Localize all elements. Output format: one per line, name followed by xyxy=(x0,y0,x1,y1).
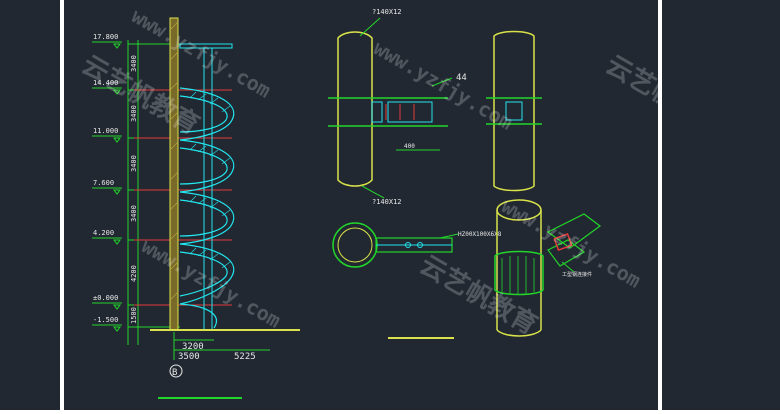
floor-height-labels: 3400 3400 3400 3400 4200 1500 xyxy=(130,55,138,324)
pipe-side-view xyxy=(493,30,535,192)
axis-bubble xyxy=(169,364,183,378)
bottom-dim: 3200 xyxy=(182,342,204,352)
watermark-cn: 云艺帆教育 xyxy=(601,49,659,141)
level-label: 14.400 xyxy=(93,79,118,87)
wall-hatch xyxy=(169,17,179,331)
pipe-spec-top: ?140X12 xyxy=(372,8,402,16)
plan-pipe-outer xyxy=(332,222,378,268)
joint-detail-section: ?140X12 ?140X12 44 400 xyxy=(328,8,602,339)
plan-pipe-inner xyxy=(337,227,373,263)
right-side-panel xyxy=(662,0,780,410)
level-markers: 17.800 14.400 11.000 7.600 4.200 ±0.000 … xyxy=(92,33,122,332)
drawing-svg: 17.800 14.400 11.000 7.600 4.200 ±0.000 … xyxy=(77,4,729,399)
watermark-url: www.yzfjy.com xyxy=(138,234,286,333)
level-label: 4.200 xyxy=(93,229,114,237)
level-label: -1.500 xyxy=(93,316,118,324)
connection-note: 工型钢连接件 xyxy=(562,271,592,278)
bottom-dim: 3500 xyxy=(178,352,200,362)
floor-height: 3400 xyxy=(130,155,138,172)
stair-elevation: 17.800 14.400 11.000 7.600 4.200 ±0.000 … xyxy=(92,17,300,399)
bottom-dim: 5225 xyxy=(234,352,256,362)
connection-3d-view: 工型钢连接件 xyxy=(494,199,602,337)
dim-400: 400 xyxy=(404,143,415,150)
watermark: 云艺帆教育 云艺帆教育 云艺帆教育 www.yzfjy.com www.yzfj… xyxy=(77,4,729,342)
floor-height: 3400 xyxy=(130,205,138,222)
pipe-elevation xyxy=(337,31,373,187)
floor-height: 3400 xyxy=(130,105,138,122)
axis-label: B xyxy=(172,368,177,378)
floor-height: 4200 xyxy=(130,265,138,282)
weld-size: 44 xyxy=(456,73,467,83)
pipe-spec-bottom: ?140X12 xyxy=(372,198,402,206)
beam-spec: HZ00X100X6X8 xyxy=(458,231,502,238)
left-side-panel xyxy=(0,0,60,410)
watermark-url: www.yzfjy.com xyxy=(370,36,518,135)
level-label: ±0.000 xyxy=(93,294,118,302)
floor-height: 1500 xyxy=(130,307,138,324)
spiral-stair xyxy=(179,87,235,329)
cad-canvas: 17.800 14.400 11.000 7.600 4.200 ±0.000 … xyxy=(64,0,729,410)
floor-height: 3400 xyxy=(130,55,138,72)
level-label: 7.600 xyxy=(93,179,114,187)
level-label: 11.000 xyxy=(93,127,118,135)
level-label: 17.800 xyxy=(93,33,118,41)
